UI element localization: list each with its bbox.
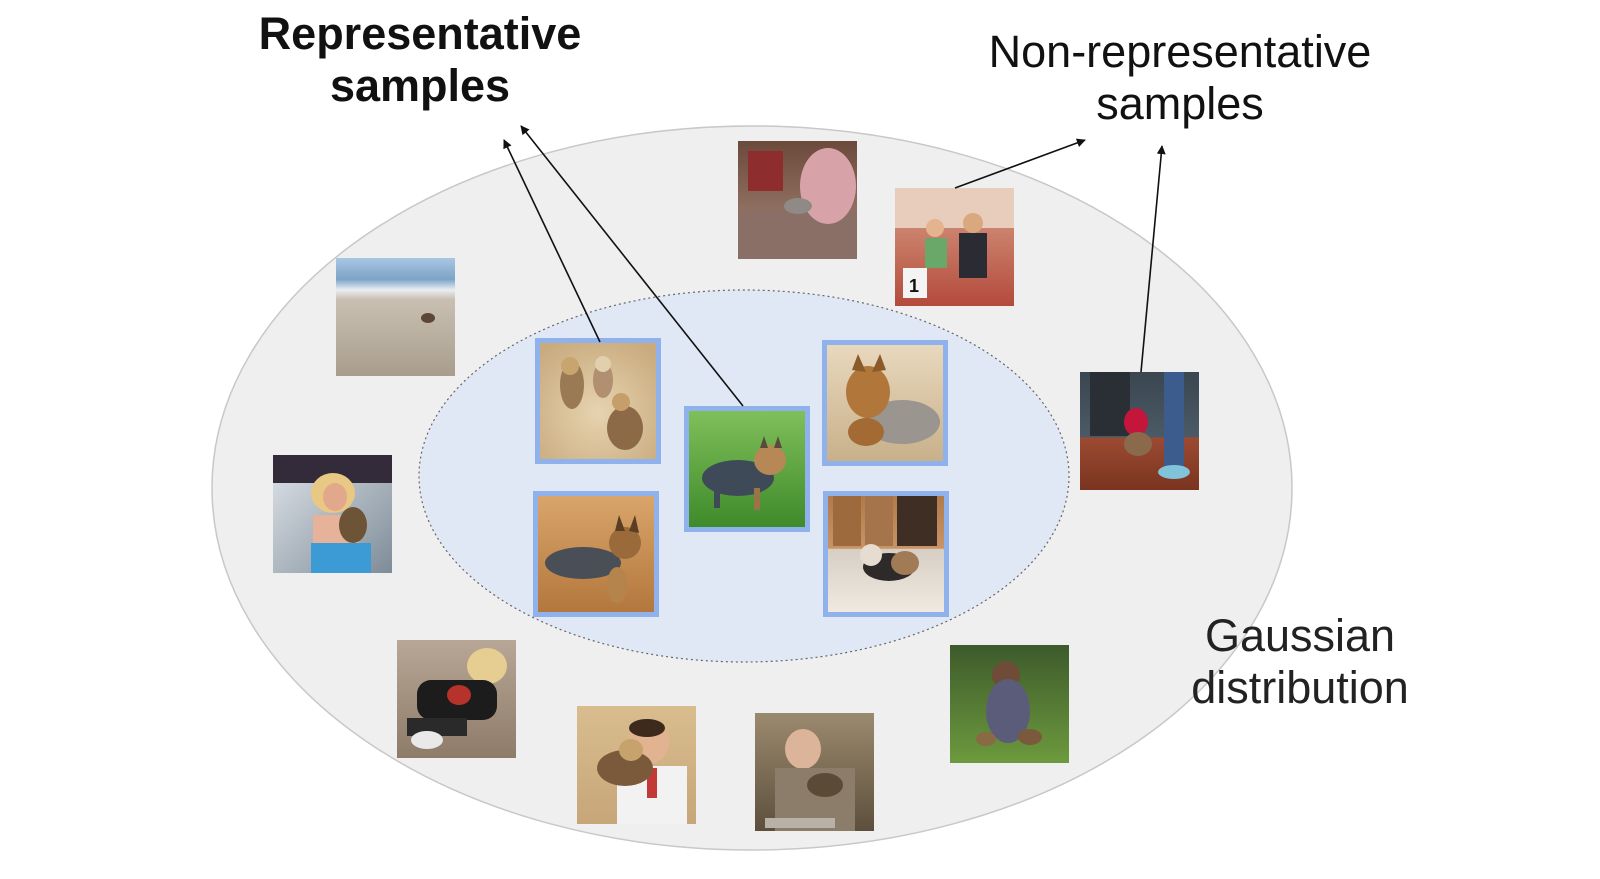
- arrow-to-representative-1: [503, 139, 601, 343]
- dog-show-photo: 1: [895, 188, 1014, 306]
- man-holding-dog-photo: [577, 706, 696, 824]
- dog-lying-sand-photo: [533, 491, 659, 617]
- arrow-to-non-representative-2: [1140, 145, 1166, 373]
- arrow-to-representative-2: [520, 125, 744, 407]
- dog-lying-down-photo: [822, 340, 948, 466]
- woman-grass-dog-photo: [950, 645, 1069, 763]
- svg-text:1: 1: [909, 276, 919, 296]
- woman-car-dog-photo: [273, 455, 392, 573]
- non-representative-samples-label: Non-representative samples: [960, 26, 1400, 130]
- two-dogs-sitting-photo: [535, 338, 661, 464]
- gaussian-distribution-label: Gaussian distribution: [1130, 610, 1470, 714]
- representative-samples-label: Representative samples: [200, 8, 640, 112]
- representative-label-line-1: Representative: [258, 8, 582, 59]
- gaussian-label-line-1: Gaussian: [1204, 610, 1396, 661]
- non-representative-label-line-1: Non-representative: [988, 26, 1372, 77]
- dog-on-grass-photo: [684, 406, 810, 532]
- woman-floor-dog-photo: [397, 640, 516, 758]
- dog-running-indoor-photo: [823, 491, 949, 617]
- dog-on-leash-photo: [1080, 372, 1199, 490]
- representative-label-line-2: samples: [329, 60, 511, 112]
- gaussian-label-line-2: distribution: [1191, 662, 1409, 714]
- arrow-to-non-representative-1: [954, 138, 1086, 189]
- non-representative-label-line-2: samples: [1096, 78, 1264, 130]
- man-chair-dog-photo: [755, 713, 874, 831]
- beach-dog-photo: [336, 258, 455, 376]
- living-room-dog-photo: [738, 141, 857, 259]
